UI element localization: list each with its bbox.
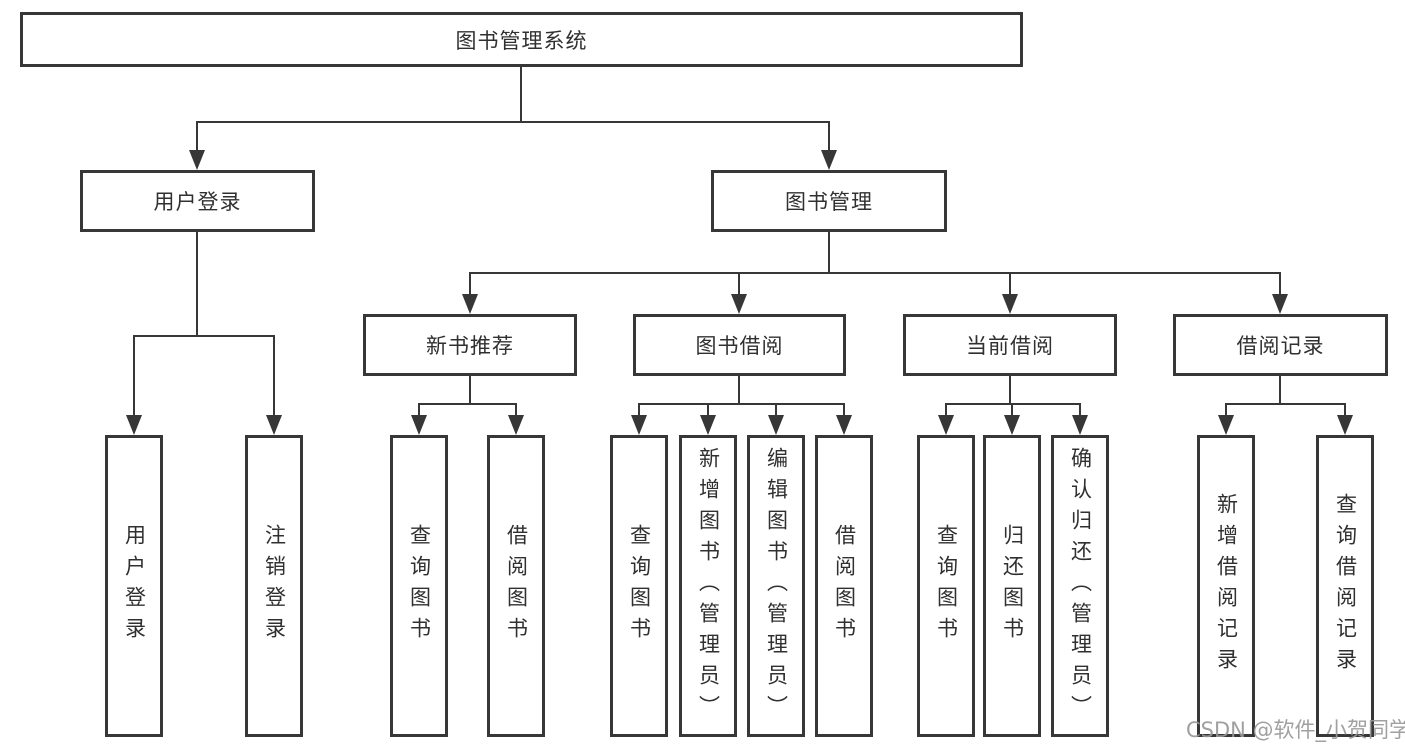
leaf-borrow-books-1-label: 借阅图书: [504, 524, 529, 648]
leaf-query-borrow-record-label: 查询借阅记录: [1333, 493, 1358, 679]
connector-arrow-add-borrow-record: [1218, 403, 1234, 435]
node-current-borrow: 当前借阅: [903, 314, 1117, 376]
connector-rail-borrow-records: [1225, 403, 1346, 405]
connector-rail-new-book-recommend: [418, 403, 517, 405]
connector-arrow-query-borrow-record: [1337, 403, 1353, 435]
connector-arrow-confirm-return: [1072, 403, 1088, 435]
leaf-borrow-books-2: 借阅图书: [815, 435, 873, 737]
connector-arrow-borrow-books-2: [836, 403, 852, 435]
leaf-confirm-return-admin-label: 确认归还（管理员）: [1068, 446, 1093, 726]
leaf-logout-label: 注销登录: [262, 524, 287, 648]
leaf-edit-book-admin-label: 编辑图书（管理员）: [764, 446, 789, 726]
node-new-book-recommend-label: 新书推荐: [426, 334, 514, 358]
node-book-management: 图书管理: [711, 170, 947, 232]
leaf-return-books-label: 归还图书: [1000, 524, 1025, 648]
connector-arrow-user-login: [189, 123, 205, 170]
connector-arrow-new-book-recommend: [462, 274, 478, 314]
connector-stem-root: [520, 67, 522, 121]
node-user-login-label: 用户登录: [153, 190, 242, 214]
connector-rail-user-login: [133, 335, 275, 337]
csdn-watermark: CSDN @软件_小贺同学: [1186, 718, 1405, 742]
leaf-borrow-books-2-label: 借阅图书: [832, 524, 857, 648]
connector-arrow-leaf-user-login: [126, 337, 142, 435]
connector-arrow-borrow-records: [1272, 274, 1288, 314]
connector-arrow-query-books-3: [938, 403, 954, 435]
leaf-return-books: 归还图书: [983, 435, 1041, 737]
leaf-borrow-books-1: 借阅图书: [487, 435, 545, 737]
connector-arrow-add-book: [700, 403, 716, 435]
node-book-borrow-label: 图书借阅: [695, 334, 784, 358]
connector-arrow-current-borrow: [1002, 274, 1018, 314]
connector-arrow-query-books-2: [631, 403, 647, 435]
node-root-system: 图书管理系统: [20, 12, 1023, 67]
leaf-query-books-2: 查询图书: [610, 435, 668, 737]
connector-arrow-edit-book: [768, 403, 784, 435]
connector-arrow-borrow-books-1: [508, 403, 524, 435]
connector-arrow-book-borrow: [731, 274, 747, 314]
node-borrow-records-label: 借阅记录: [1236, 334, 1325, 358]
leaf-add-book-admin-label: 新增图书（管理员）: [696, 446, 721, 726]
connector-rail-book-borrow: [638, 403, 845, 405]
connector-stem-book-management: [828, 232, 830, 272]
leaf-query-books-1: 查询图书: [390, 435, 448, 737]
leaf-add-borrow-record: 新增借阅记录: [1197, 435, 1255, 737]
node-book-borrow: 图书借阅: [633, 314, 846, 376]
leaf-logout: 注销登录: [245, 435, 303, 737]
connector-stem-new-book-recommend: [469, 376, 471, 403]
connector-rail-current-borrow: [945, 403, 1081, 405]
leaf-add-borrow-record-label: 新增借阅记录: [1214, 493, 1239, 679]
connector-rail-root: [196, 121, 830, 123]
leaf-query-books-1-label: 查询图书: [407, 524, 432, 648]
connector-stem-book-borrow: [738, 376, 740, 403]
leaf-query-books-2-label: 查询图书: [627, 524, 652, 648]
connector-stem-current-borrow: [1009, 376, 1011, 403]
node-new-book-recommend: 新书推荐: [363, 314, 577, 376]
connector-stem-borrow-records: [1279, 376, 1281, 403]
node-root-system-label: 图书管理系统: [455, 28, 588, 53]
leaf-query-books-3-label: 查询图书: [934, 524, 959, 648]
connector-arrow-book-management: [821, 123, 837, 170]
leaf-query-books-3: 查询图书: [917, 435, 975, 737]
connector-arrow-leaf-logout: [266, 337, 282, 435]
node-current-borrow-label: 当前借阅: [966, 334, 1054, 358]
leaf-edit-book-admin: 编辑图书（管理员）: [747, 435, 805, 737]
node-user-login: 用户登录: [80, 170, 315, 232]
leaf-user-login-label: 用户登录: [122, 524, 147, 648]
connector-rail-book-management: [469, 272, 1281, 274]
connector-stem-user-login: [196, 232, 198, 335]
leaf-query-borrow-record: 查询借阅记录: [1316, 435, 1374, 737]
node-borrow-records: 借阅记录: [1173, 314, 1388, 376]
leaf-confirm-return-admin: 确认归还（管理员）: [1051, 435, 1109, 737]
leaf-add-book-admin: 新增图书（管理员）: [679, 435, 737, 737]
node-book-management-label: 图书管理: [785, 190, 873, 214]
connector-arrow-query-books-1: [411, 403, 427, 435]
leaf-user-login: 用户登录: [105, 435, 163, 737]
connector-arrow-return-books: [1004, 403, 1020, 435]
